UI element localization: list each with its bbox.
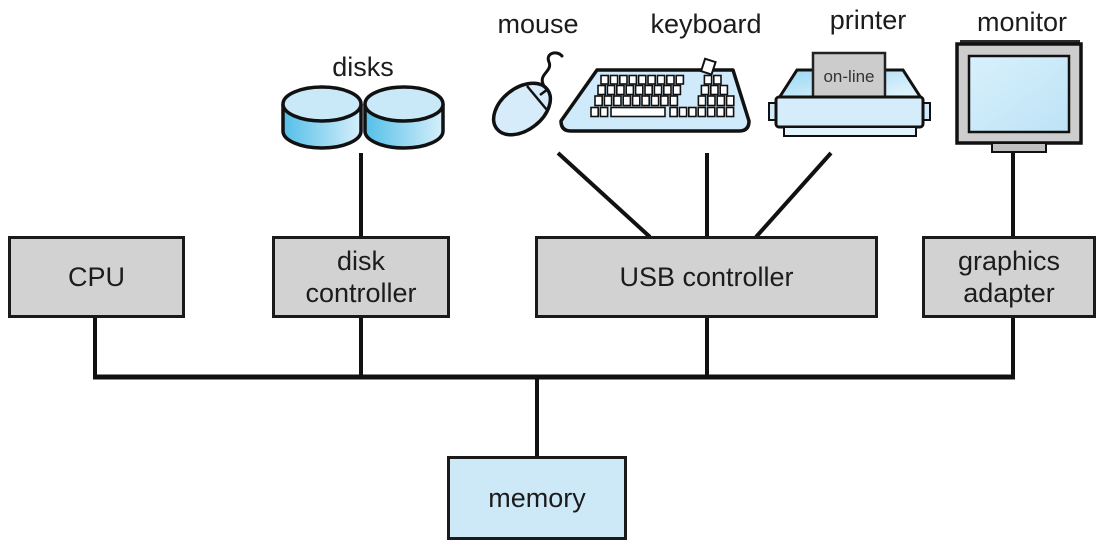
disk-controller-box-label: disk controller: [305, 245, 417, 308]
memory-box: memory: [447, 456, 627, 540]
keyboard-keys: [590, 74, 735, 118]
disk-controller-box: disk controller: [272, 236, 450, 318]
connector-lines: [93, 151, 1015, 456]
printer-label: printer: [829, 5, 907, 35]
monitor-stand: [991, 142, 1047, 153]
usb-controller-box-label: USB controller: [619, 261, 794, 292]
graphics-adapter-box: graphics adapter: [922, 236, 1096, 318]
mouse-label: mouse: [497, 9, 579, 39]
monitor-label: monitor: [976, 7, 1068, 37]
keyboard-icon: [559, 57, 751, 133]
disks-icon: [281, 85, 445, 150]
printer-icon: [768, 51, 931, 137]
printer-status-label: on-line: [823, 67, 875, 86]
keyboard-label: keyboard: [650, 9, 762, 39]
cpu-box-label: CPU: [67, 261, 125, 292]
usb-controller-box: USB controller: [535, 236, 878, 318]
printer-paper: [811, 51, 887, 100]
line-printer-to-usb-controller: [754, 151, 833, 239]
cpu-box: CPU: [8, 236, 185, 318]
memory-box-label: memory: [488, 482, 586, 513]
mouse-icon: [491, 51, 564, 137]
monitor-icon: [955, 40, 1083, 153]
graphics-adapter-box-label: graphics adapter: [957, 245, 1061, 308]
line-mouse-to-usb-controller: [556, 151, 652, 239]
disks-label: disks: [332, 52, 394, 82]
